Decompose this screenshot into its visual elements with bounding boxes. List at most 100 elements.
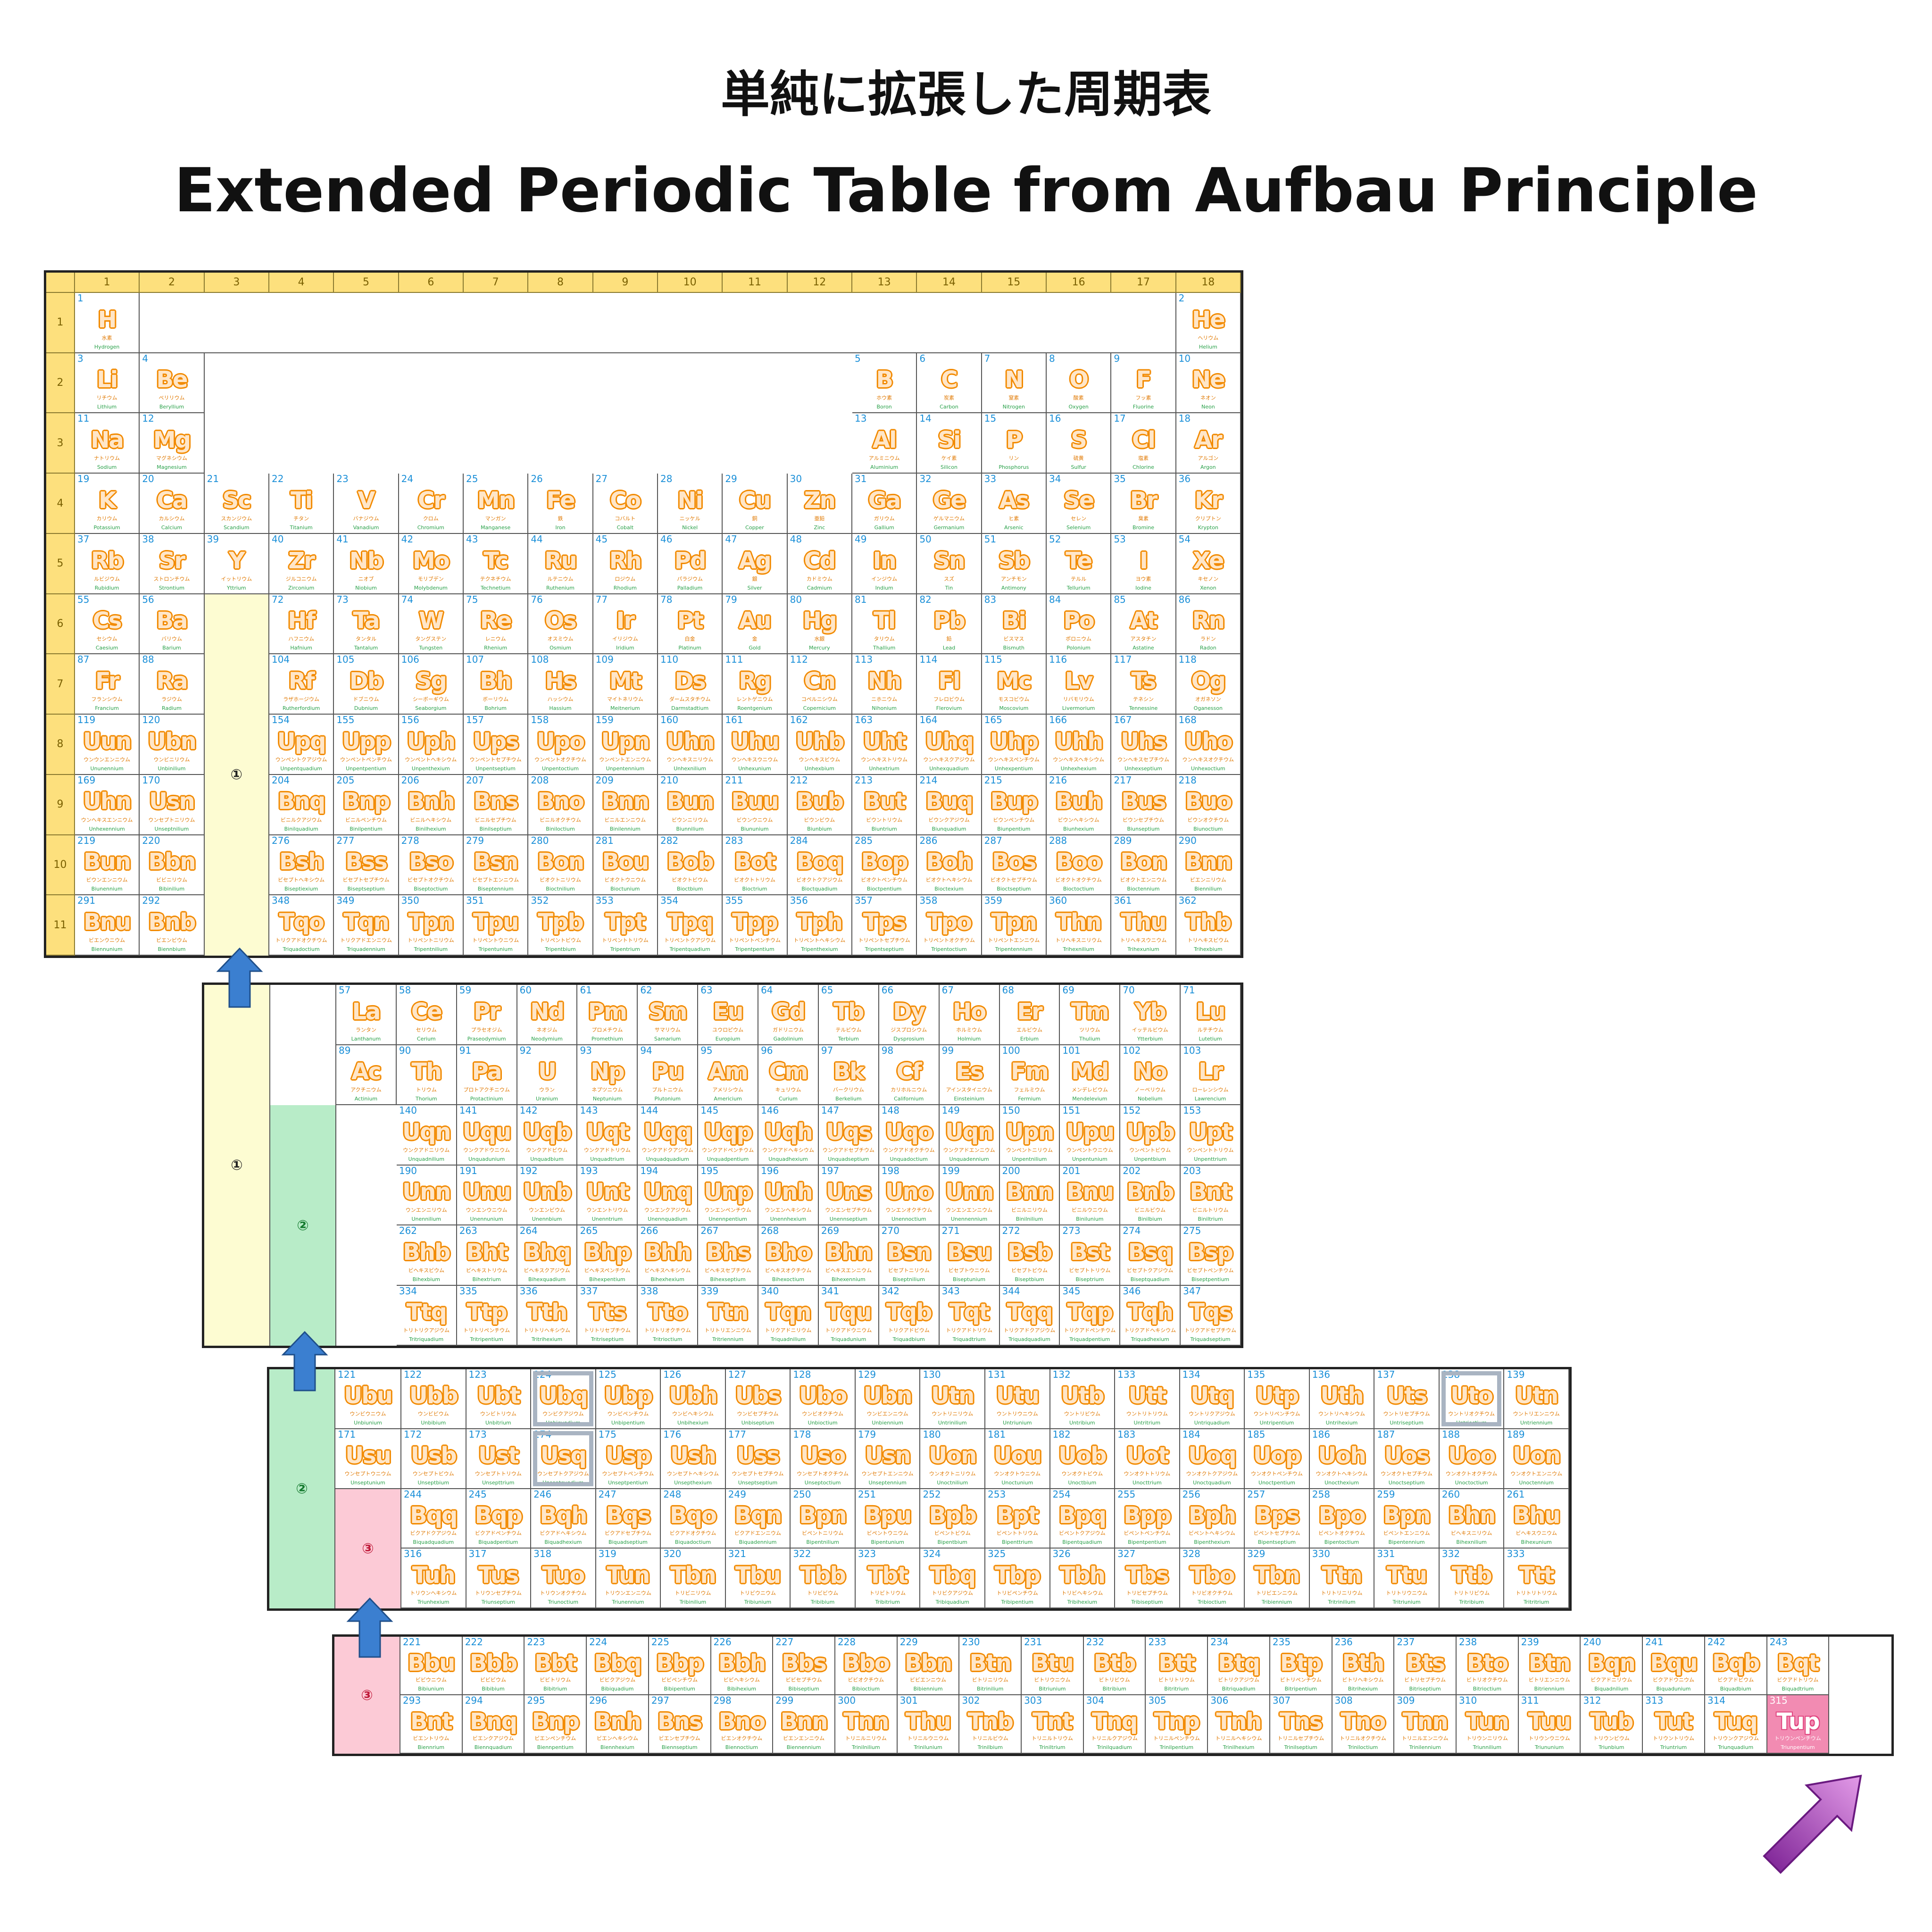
element-name-jp: ウンセプトエンニウム — [861, 1470, 914, 1477]
element-symbol: Ttb — [1451, 1562, 1492, 1589]
element-name-jp: テルル — [1071, 575, 1087, 582]
element-symbol: B — [876, 366, 893, 393]
element-name-en: Biquadhexium — [544, 1539, 582, 1546]
atomic-number: 82 — [919, 594, 932, 605]
atomic-number: 204 — [271, 774, 290, 786]
atomic-number: 339 — [700, 1285, 719, 1297]
element-name-en: Xenon — [1200, 584, 1216, 591]
atomic-number: 253 — [988, 1489, 1006, 1500]
element-symbol: Ust — [478, 1442, 519, 1469]
atomic-number: 142 — [519, 1105, 538, 1116]
element-symbol: Uou — [993, 1442, 1042, 1469]
atomic-number: 95 — [700, 1045, 713, 1056]
atomic-number: 206 — [401, 774, 419, 786]
element-symbol: Ubn — [148, 728, 197, 755]
element-symbol: Mn — [477, 487, 515, 514]
element-name-jp: ガリウム — [874, 515, 895, 522]
element-name-jp: スカンジウム — [221, 515, 252, 522]
element-name-en: Tribiunium — [744, 1599, 772, 1605]
element-name-en: Unennpentium — [708, 1216, 747, 1222]
element-name-jp: ビトリペンチウム — [1280, 1677, 1322, 1683]
element-name-jp: オスミウム — [547, 636, 574, 642]
atomic-number: 96 — [761, 1045, 773, 1056]
atomic-number: 288 — [1049, 835, 1067, 846]
period-header: 9 — [46, 774, 75, 835]
element-name-jp: ウンクアドセプチウム — [822, 1147, 874, 1153]
element-symbol: Hs — [545, 668, 577, 695]
atomic-number: 192 — [519, 1165, 538, 1176]
atomic-number: 88 — [142, 654, 154, 666]
element-name-jp: ビビセプチウム — [785, 1677, 822, 1683]
element-name-en: Tripentennium — [995, 946, 1033, 952]
element-name-jp: リン — [1008, 455, 1019, 462]
element-name-en: Rhenium — [484, 645, 508, 651]
element-symbol: Usp — [605, 1442, 651, 1469]
element-name-jp: ドブニウム — [353, 696, 379, 703]
element-name-en: Unennquadium — [648, 1216, 688, 1222]
element-name-jp: テネシン — [1133, 696, 1154, 703]
atomic-number: 346 — [1123, 1285, 1141, 1297]
element-symbol: Bot — [734, 849, 776, 875]
element-symbol: Md — [1071, 1058, 1109, 1085]
atomic-number: 264 — [519, 1225, 538, 1236]
element-symbol: Bpp — [1124, 1502, 1171, 1529]
element-name-jp: ウンオクトペンチウム — [1251, 1470, 1303, 1477]
atomic-number: 198 — [881, 1165, 899, 1176]
element-name-jp: ラドン — [1200, 636, 1216, 642]
atomic-number: 249 — [728, 1489, 746, 1500]
atomic-number: 147 — [821, 1105, 840, 1116]
element-name-jp: ウンエンニリウム — [405, 1207, 447, 1213]
element-name-en: Unpentennium — [606, 765, 645, 772]
atomic-number: 111 — [725, 654, 743, 666]
atomic-number: 298 — [713, 1695, 732, 1706]
element-name-en: Biunhexium — [1063, 825, 1094, 832]
element-name-en: Europium — [715, 1035, 741, 1042]
element-name-jp: トリウンヘキシウム — [410, 1590, 457, 1596]
element-name-en: Bipentquadium — [1062, 1539, 1102, 1546]
element-name-jp: ホルミウム — [956, 1026, 983, 1033]
element-name-jp: チタン — [293, 515, 309, 522]
element-name-en: Unennunium — [470, 1216, 503, 1222]
element-name-en: Thulium — [1079, 1035, 1100, 1042]
element-name-jp: トリビヘキシウム — [1061, 1590, 1103, 1596]
atomic-number: 133 — [1117, 1369, 1136, 1380]
atomic-number: 272 — [1002, 1225, 1020, 1236]
element-symbol: Unh — [764, 1179, 813, 1206]
element-symbol: Upq — [277, 728, 326, 755]
element-symbol: Bnp — [532, 1708, 580, 1735]
atomic-number: 164 — [919, 715, 938, 726]
element-symbol: Mo — [412, 547, 450, 574]
atomic-number: 245 — [468, 1489, 487, 1500]
atomic-number: 42 — [401, 533, 414, 545]
element-name-en: Barium — [162, 645, 181, 651]
atomic-number: 321 — [728, 1549, 746, 1560]
element-name-en: Triniloctium — [1348, 1744, 1378, 1750]
atomic-number: 230 — [962, 1637, 980, 1648]
element-name-en: Bitripentium — [1284, 1686, 1317, 1692]
element-name-jp: キュリウム — [775, 1087, 801, 1093]
element-name-jp: トリニルペンチウム — [1153, 1735, 1200, 1741]
element-symbol: Tnn — [843, 1708, 889, 1735]
element-symbol: Cd — [804, 547, 836, 574]
element-name-en: Unocthexium — [1324, 1479, 1359, 1486]
atomic-number: 81 — [854, 594, 867, 605]
element-symbol: Tuq — [1714, 1708, 1758, 1735]
